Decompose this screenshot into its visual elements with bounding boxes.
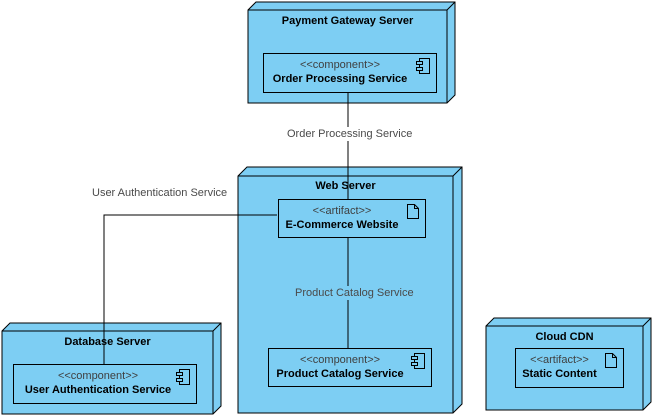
component-icon: [416, 58, 430, 74]
element-name: Product Catalog Service: [276, 368, 404, 380]
component-icon: [176, 369, 190, 385]
node-title-web-server[interactable]: Web Server: [315, 180, 376, 192]
element-name: User Authentication Service: [24, 384, 172, 396]
component-product-catalog-service-text: <<component>> Product Catalog Service: [269, 353, 431, 381]
node-web-server-3d-edges: [238, 166, 463, 413]
artifact-e-commerce-website-text: <<artifact>> E-Commerce Website: [279, 204, 425, 232]
node-database-server-3d-edges: [2, 322, 222, 414]
component-product-catalog-service[interactable]: <<component>> Product Catalog Service: [268, 348, 432, 387]
artifact-document-icon: [407, 204, 419, 219]
component-order-processing-service-text: <<component>> Order Processing Service: [264, 58, 436, 86]
artifact-static-content[interactable]: <<artifact>> Static Content: [515, 348, 624, 388]
element-name: Order Processing Service: [272, 73, 408, 85]
component-order-processing-service[interactable]: <<component>> Order Processing Service: [263, 53, 437, 93]
edge-label-product-catalog-service[interactable]: Product Catalog Service: [291, 286, 418, 300]
component-user-authentication-service-text: <<component>> User Authentication Servic…: [14, 369, 196, 397]
component-icon: [411, 353, 425, 369]
edge-label-order-processing-service[interactable]: Order Processing Service: [283, 127, 417, 141]
element-name: E-Commerce Website: [285, 219, 399, 231]
stereotype-label: <<artifact>>: [312, 205, 372, 217]
stereotype-label: <<component>>: [299, 59, 381, 71]
artifact-static-content-text: <<artifact>> Static Content: [516, 353, 623, 381]
node-title-database-server[interactable]: Database Server: [64, 336, 151, 348]
stereotype-label: <<component>>: [299, 354, 381, 366]
element-name: Static Content: [522, 368, 597, 380]
edge-user-authentication-service[interactable]: [103, 214, 277, 364]
node-title-payment-gateway-server[interactable]: Payment Gateway Server: [281, 15, 414, 27]
node-cloud-cdn-3d-edges: [486, 317, 652, 410]
stereotype-label: <<artifact>>: [530, 354, 589, 366]
artifact-document-icon: [605, 353, 617, 368]
component-user-authentication-service[interactable]: <<component>> User Authentication Servic…: [13, 364, 197, 404]
node-title-cloud-cdn[interactable]: Cloud CDN: [535, 331, 594, 343]
artifact-e-commerce-website[interactable]: <<artifact>> E-Commerce Website: [278, 199, 426, 238]
edge-label-user-authentication-service[interactable]: User Authentication Service: [88, 186, 232, 200]
node-payment-gateway-server-3d-edges: [248, 1, 456, 103]
stereotype-label: <<component>>: [57, 370, 139, 382]
